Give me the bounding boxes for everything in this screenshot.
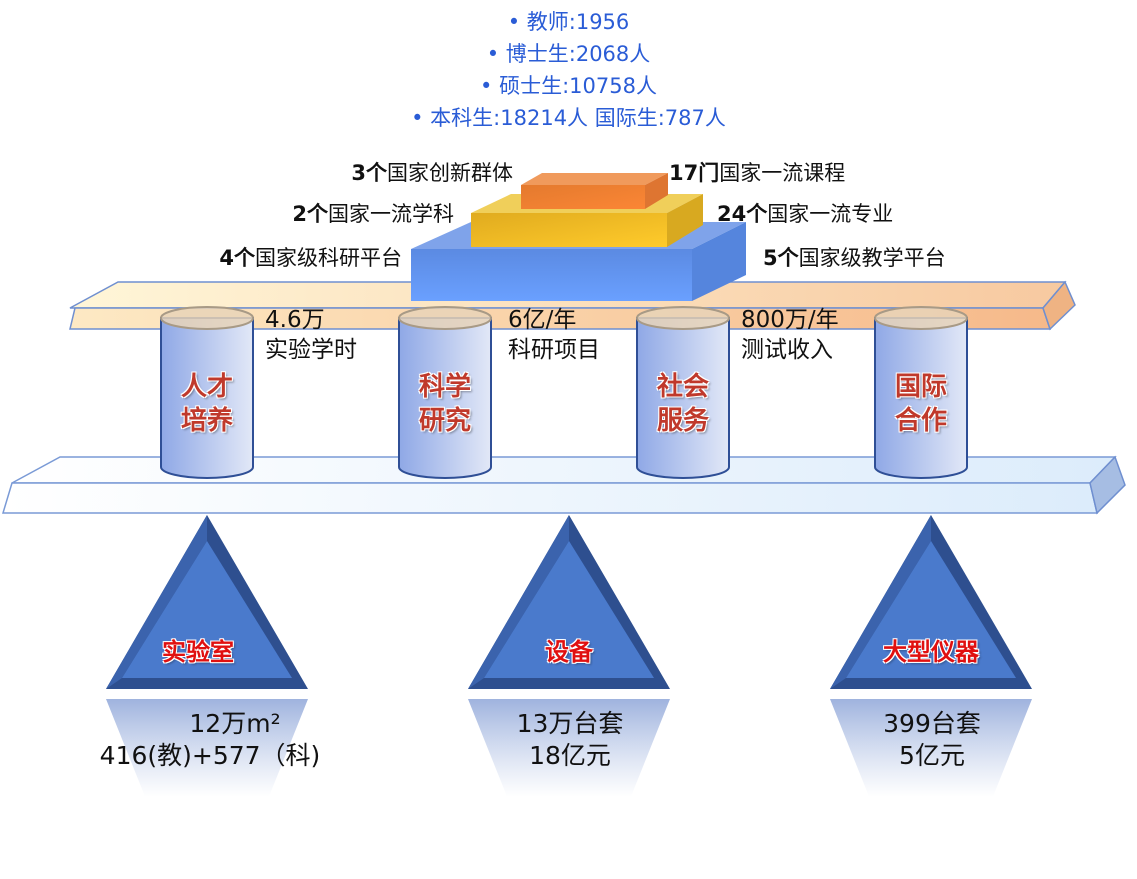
student-faculty-stats: • 教师:1956 • 博士生:2068人 • 硕士生:10758人 • 本科生… — [0, 6, 1137, 134]
achievement-research-platforms: 4个国家级科研平台 — [219, 246, 402, 270]
caption-research-projects: 6亿/年科研项目 — [508, 307, 600, 363]
pillar-scientific-research: 科学研究 — [418, 372, 471, 436]
foundation-values-labs: 12万m² 416(教)+577（科) — [99, 709, 321, 770]
foundation-label-equipment: 设备 — [545, 638, 593, 666]
caption-testing-income: 800万/年测试收入 — [741, 307, 839, 363]
caption-lab-hours: 4.6万实验学时 — [265, 307, 357, 363]
foundation-label-labs: 实验室 — [162, 638, 234, 666]
foundation-triangle-equipment — [468, 515, 670, 839]
foundation-triangle-labs — [106, 515, 308, 839]
pillar-international-cooperation: 国际合作 — [894, 372, 947, 436]
achievement-innovation-groups: 3个国家创新群体 — [351, 161, 513, 185]
stat-undergrad-international: • 本科生:18214人 国际生:787人 — [411, 106, 726, 130]
achievement-first-class-disciplines: 2个国家一流学科 — [292, 202, 454, 226]
pillar-cylinder-scientific-research — [398, 306, 492, 479]
stat-phd: • 博士生:2068人 — [486, 42, 651, 66]
lower-plank — [1, 455, 1126, 515]
orange-block — [521, 173, 668, 209]
foundation-values-instruments: 399台套 5亿元 — [883, 709, 981, 770]
pillar-social-service: 社会服务 — [656, 372, 709, 436]
achievement-first-class-courses: 17门国家一流课程 — [669, 161, 846, 185]
pillar-cylinder-social-service — [636, 306, 730, 479]
pillar-cylinder-talent-training — [160, 306, 254, 479]
stat-master: • 硕士生:10758人 — [480, 74, 657, 98]
foundation-values-equipment: 13万台套 18亿元 — [516, 709, 624, 770]
achievement-teaching-platforms: 5个国家级教学平台 — [763, 246, 946, 270]
foundation-label-instruments: 大型仪器 — [883, 638, 979, 666]
achievement-first-class-majors: 24个国家一流专业 — [717, 202, 894, 226]
pillar-cylinder-international-cooperation — [874, 306, 968, 479]
foundation-triangle-instruments — [830, 515, 1032, 839]
stat-teachers: • 教师:1956 — [507, 10, 630, 34]
pillar-talent-training: 人才培养 — [180, 372, 233, 436]
